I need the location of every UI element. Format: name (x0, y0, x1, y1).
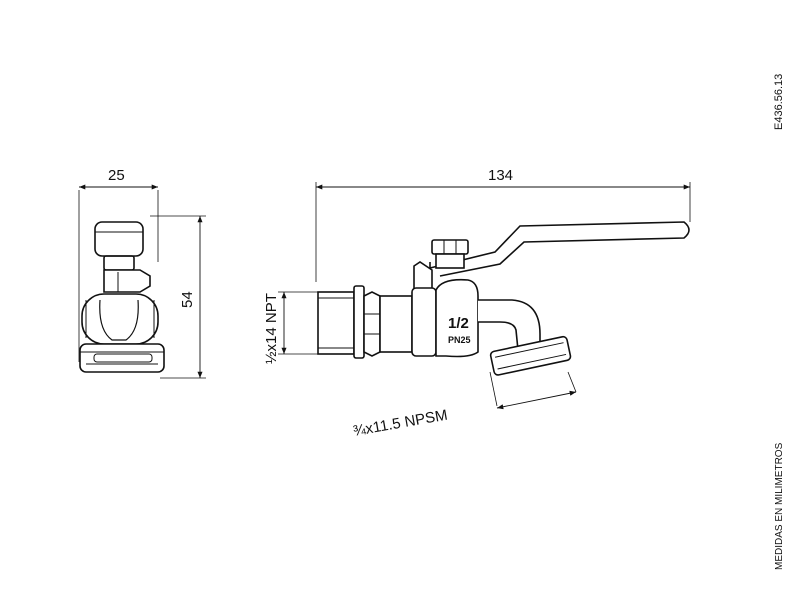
front-view (278, 182, 691, 376)
units-note: MEDIDAS EN MILIMETROS (774, 442, 785, 570)
outlet-thread-prefix: ¾ (352, 421, 368, 440)
dimension-width: 25 (79, 167, 158, 190)
dimension-height: 54 (179, 216, 203, 378)
side-view (78, 190, 206, 379)
dimension-outlet-thread: ¾x11.5 NPSM (352, 371, 577, 440)
width-label: 25 (108, 167, 125, 184)
dimension-inlet-thread: ½x14 NPT (263, 292, 287, 364)
outlet-thread-label: ¾x11.5 NPSM (352, 407, 449, 440)
body-pressure-label: PN25 (448, 335, 471, 345)
inlet-thread-prefix: ½ (263, 351, 280, 364)
inlet-thread-rest: x14 NPT (263, 293, 280, 351)
length-label: 134 (488, 167, 513, 184)
dimension-length: 134 (316, 167, 690, 190)
body-size-label: 1/2 (448, 315, 469, 332)
inlet-thread-label: ½x14 NPT (263, 293, 280, 364)
outlet-thread-rest: x11.5 NPSM (364, 407, 449, 438)
drawing-code: E436.56.13 (773, 74, 785, 130)
height-label: 54 (179, 291, 196, 308)
